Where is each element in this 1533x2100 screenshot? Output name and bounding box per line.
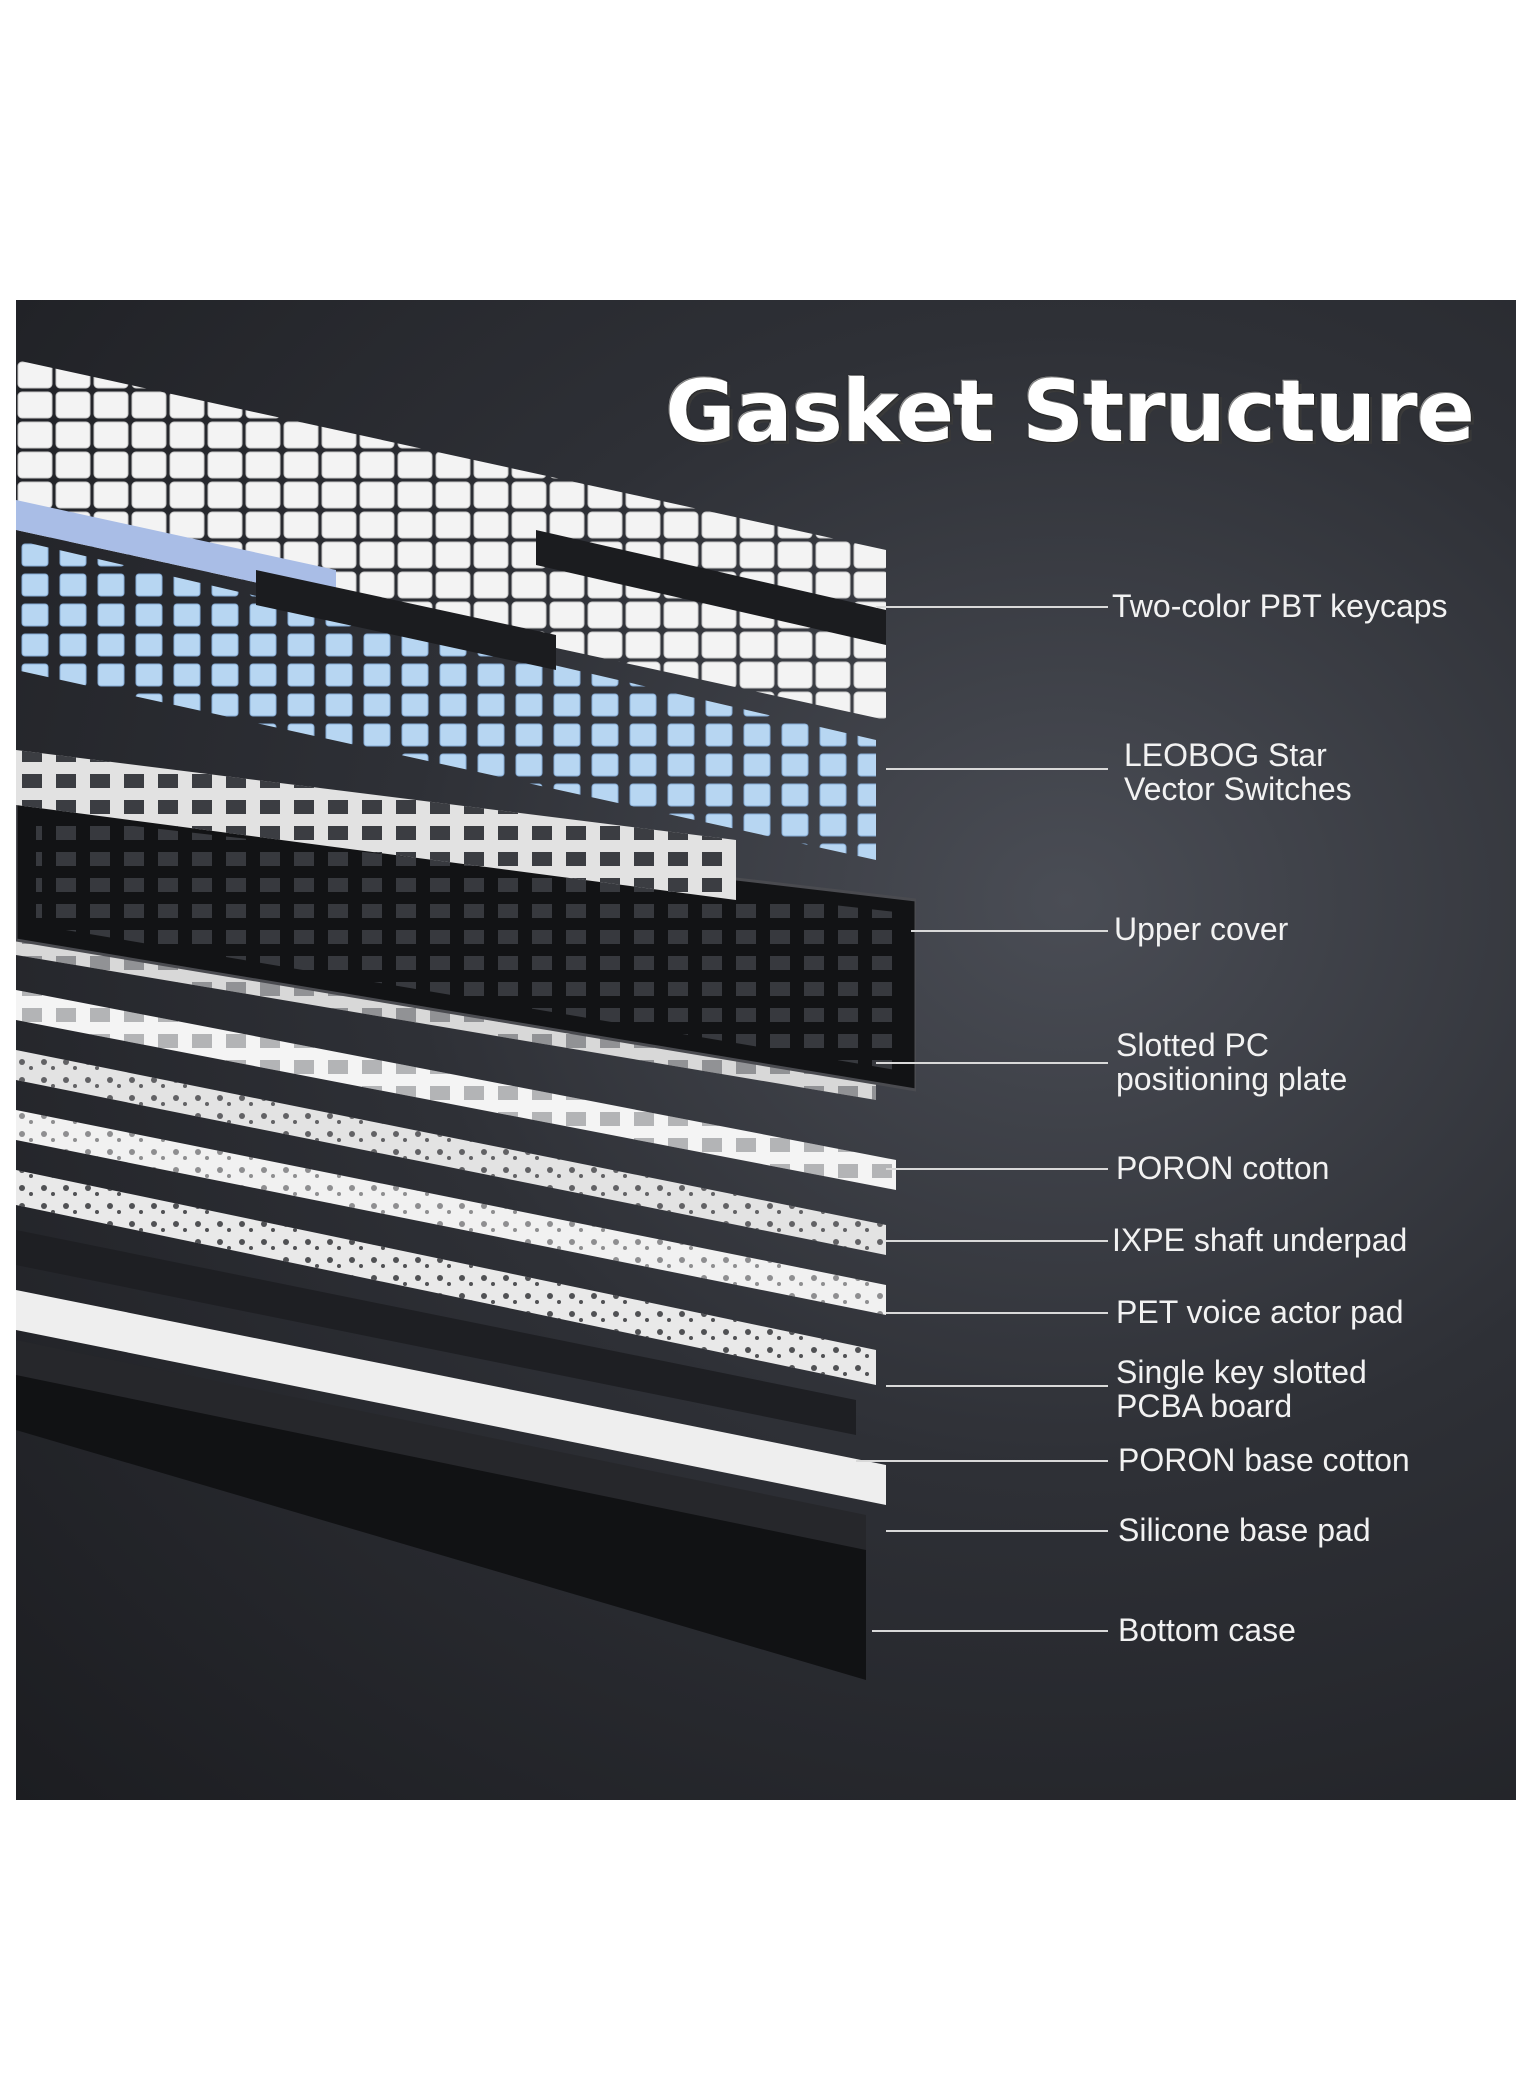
leader-pcba-board xyxy=(886,1385,1108,1387)
label-ixpe-underpad: IXPE shaft underpad xyxy=(1112,1222,1408,1258)
label-switches-line2: Vector Switches xyxy=(1124,771,1352,807)
black-keycap-band xyxy=(256,570,556,670)
leader-poron-base xyxy=(856,1460,1108,1462)
leader-ixpe-underpad xyxy=(886,1240,1108,1242)
leader-pc-plate xyxy=(876,1062,1108,1064)
silicone-pad-shape xyxy=(16,1290,886,1505)
leader-silicone-pad xyxy=(886,1530,1108,1532)
label-switches: LEOBOG Star Vector Switches xyxy=(1124,738,1352,806)
label-pc-plate: Slotted PC positioning plate xyxy=(1116,1028,1347,1096)
label-pcba-board-line1: Single key slotted xyxy=(1116,1354,1367,1390)
bottom-case-top xyxy=(16,1340,866,1550)
label-poron-base: PORON base cotton xyxy=(1118,1442,1410,1478)
label-silicone-pad: Silicone base pad xyxy=(1118,1512,1371,1548)
label-upper-cover: Upper cover xyxy=(1114,911,1289,947)
leader-keycaps xyxy=(876,606,1108,608)
label-pcba-board-line2: PCBA board xyxy=(1116,1388,1293,1424)
exploded-keyboard-illustration xyxy=(16,360,916,1680)
label-switches-line1: LEOBOG Star xyxy=(1124,737,1327,773)
leader-upper-cover xyxy=(911,930,1108,932)
label-pet-pad: PET voice actor pad xyxy=(1116,1294,1404,1330)
keycaps-shape xyxy=(16,360,886,720)
label-pcba-board: Single key slotted PCBA board xyxy=(1116,1355,1367,1423)
label-pc-plate-line2: positioning plate xyxy=(1116,1061,1348,1097)
switches-shape xyxy=(16,540,876,860)
black-keycap-band-right xyxy=(536,530,886,645)
label-pc-plate-line1: Slotted PC xyxy=(1116,1027,1269,1063)
leader-switches xyxy=(886,768,1108,770)
label-keycaps: Two-color PBT keycaps xyxy=(1112,588,1448,624)
leader-pet-pad xyxy=(886,1312,1108,1314)
diagram-title: Gasket Structure xyxy=(665,362,1475,462)
diagram-canvas: Gasket Structure Two-color PBT keycaps L… xyxy=(16,300,1516,1800)
label-bottom-case: Bottom case xyxy=(1118,1612,1296,1648)
label-poron-cotton: PORON cotton xyxy=(1116,1150,1330,1186)
poron-base-shape xyxy=(16,1230,856,1435)
bottom-case-shape xyxy=(16,1370,866,1680)
leader-poron-cotton xyxy=(886,1168,1108,1170)
leader-bottom-case xyxy=(872,1630,1108,1632)
